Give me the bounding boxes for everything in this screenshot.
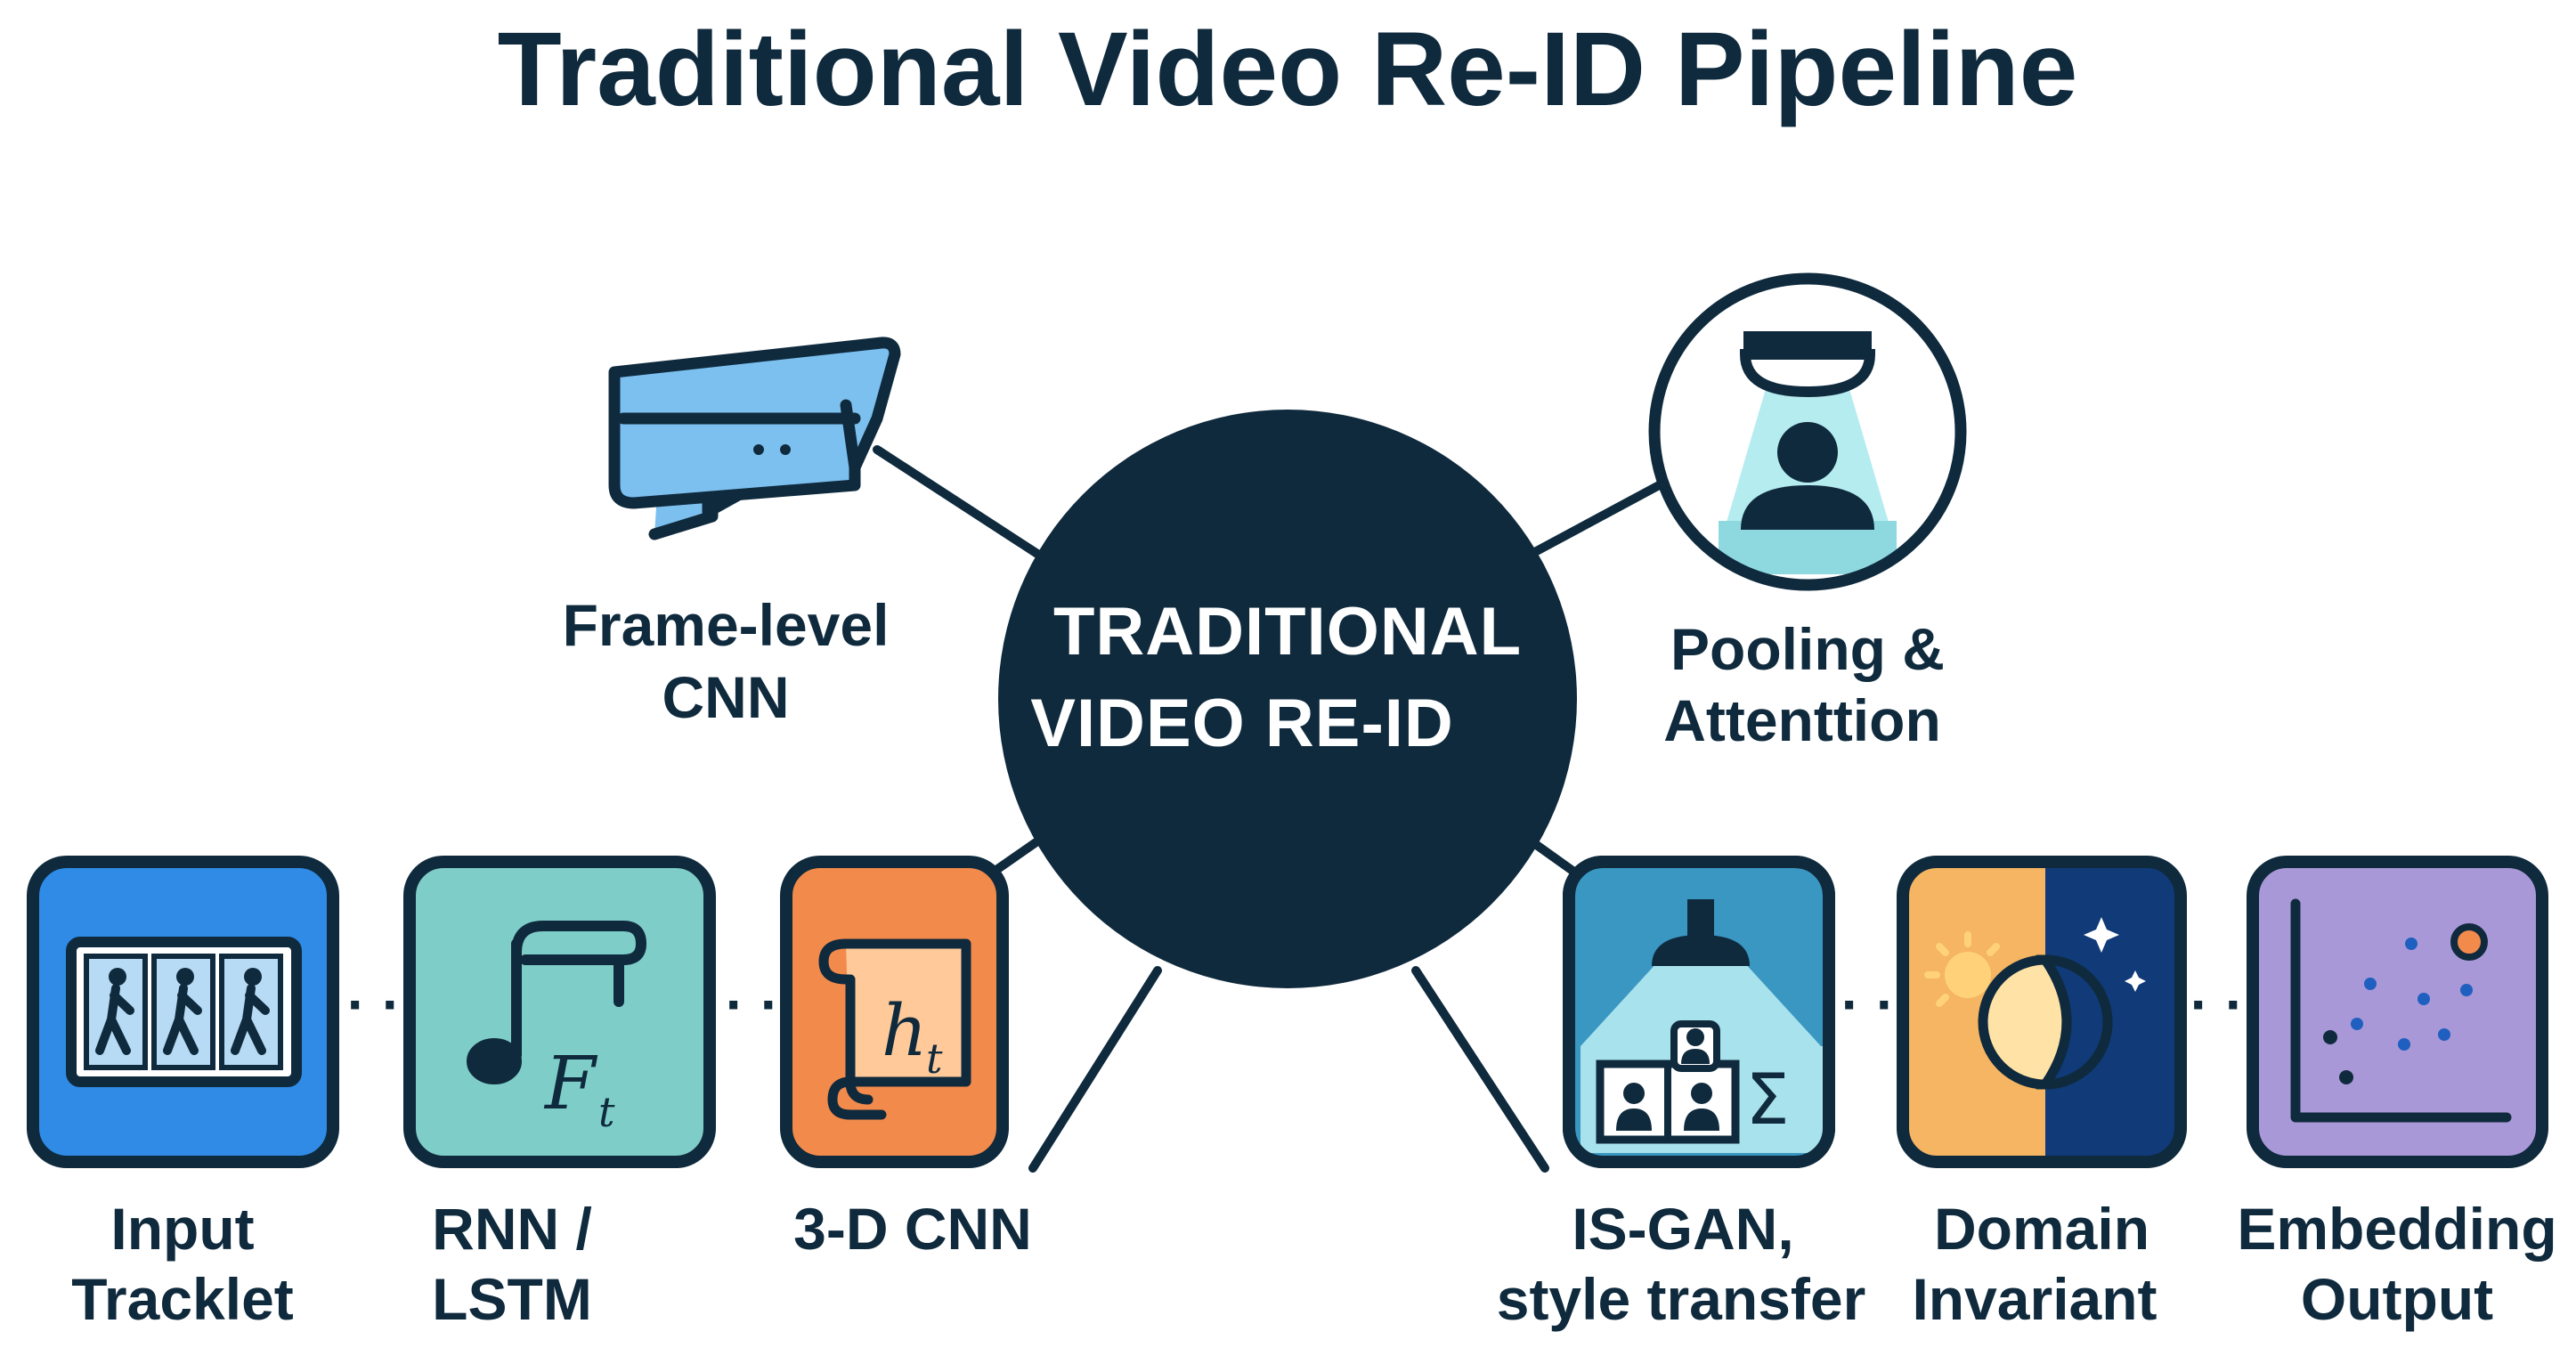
hub-line1: TRADITIONAL — [1053, 594, 1522, 670]
embedding-output-label-line1: Embedding — [2237, 1196, 2556, 1262]
rnn-math-subscript: t — [598, 1088, 615, 1136]
3d-cnn-math-symbol: h — [882, 989, 928, 1072]
hub-line2: VIDEO RE-ID — [1030, 686, 1454, 761]
lamp-people-sigma-icon: Σ — [1581, 899, 1823, 1153]
domain-invariant-box — [1897, 856, 2187, 1168]
frame-cnn-label-line1: Frame-level — [563, 592, 890, 658]
pipeline-node-is-gan: Σ IS-GAN, style transfer — [1497, 856, 1866, 1332]
pipeline-node-embedding-output: Embedding Output — [2237, 856, 2557, 1332]
spotlight-person-icon — [1648, 272, 1967, 591]
is-gan-label-line2: style transfer — [1497, 1266, 1866, 1332]
frame-cnn-label-line2: CNN — [662, 664, 790, 730]
pipeline-node-3d-cnn: h t 3-D CNN — [780, 856, 1032, 1262]
pooling-label-line1: Pooling & — [1670, 616, 1945, 682]
page-title: Traditional Video Re-ID Pipeline — [498, 11, 2078, 128]
is-gan-label-line1: IS-GAN, — [1572, 1196, 1793, 1262]
domain-invariant-label-line1: Domain — [1934, 1196, 2149, 1262]
pipeline-node-rnn-lstm: F t RNN / LSTM — [403, 856, 716, 1332]
hub: TRADITIONAL VIDEO RE-ID — [998, 410, 1577, 988]
domain-invariant-label-line2: Invariant — [1912, 1266, 2157, 1332]
rnn-lstm-label-line2: LSTM — [432, 1266, 592, 1332]
connector-dots-2: · · — [726, 972, 779, 1036]
3d-cnn-label-line1: 3-D CNN — [793, 1196, 1032, 1262]
scroll-icon — [818, 938, 971, 1120]
is-gan-box-outline — [1563, 856, 1835, 1168]
connector-dots-4: · · — [2190, 972, 2244, 1036]
day-night-icon — [1903, 862, 2181, 1162]
walking-frames-icon — [66, 937, 302, 1087]
pipeline-node-domain-invariant: Domain Invariant — [1897, 856, 2187, 1332]
sigma-symbol: Σ — [1745, 1060, 1789, 1141]
rnn-lstm-label-line1: RNN / — [432, 1196, 592, 1262]
pipeline-node-input-tracklet: Input Tracklet — [27, 856, 339, 1332]
security-camera-icon — [608, 337, 901, 540]
spoke-lower-right — [1411, 966, 1549, 1173]
scatter-plot-icon — [2290, 898, 2512, 1123]
pooling-label-line2: Attenttion — [1663, 687, 1941, 753]
connector-dots-1: · · — [347, 972, 401, 1036]
connector-dots-3: · · — [1841, 972, 1895, 1036]
music-note-icon — [467, 921, 646, 1084]
hub-circle — [998, 410, 1577, 988]
rnn-math-symbol: F — [543, 1042, 598, 1126]
input-tracklet-label-line1: Input — [110, 1196, 254, 1262]
embedding-output-label-line2: Output — [2301, 1266, 2493, 1332]
input-tracklet-label-line2: Tracklet — [71, 1266, 294, 1332]
spoke-lower-left — [1028, 966, 1162, 1173]
hub-connectors — [873, 445, 1678, 1173]
spoke-pooling — [1527, 473, 1678, 558]
spoke-camera — [873, 445, 1042, 558]
3d-cnn-math-subscript: t — [926, 1035, 943, 1083]
